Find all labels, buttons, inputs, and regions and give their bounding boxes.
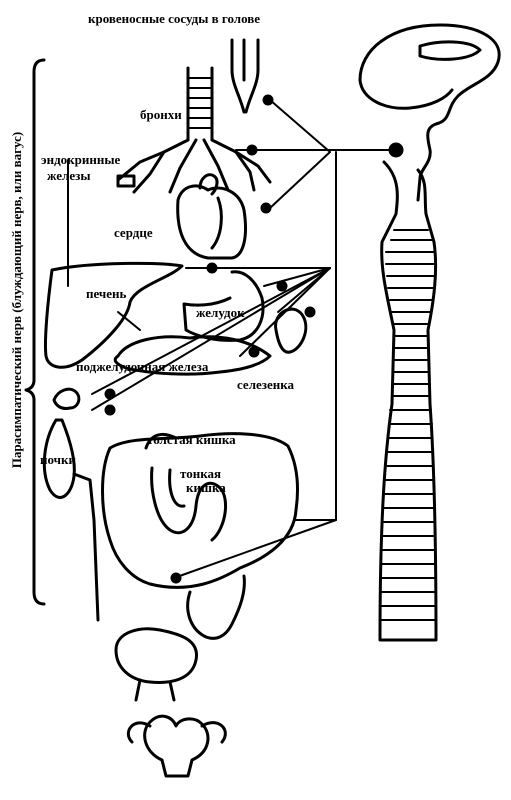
spleen [274, 307, 308, 354]
label-parasympathetic-nerve: Парасимпатический нерв (блуждающий нерв,… [9, 131, 24, 469]
side-bracket [24, 58, 46, 606]
label-heart: сердце [114, 225, 153, 240]
label-small-intestine-line1: тонкая [180, 466, 222, 481]
kidney [42, 418, 100, 622]
rectum [186, 574, 246, 640]
brain [358, 23, 501, 202]
endocrine-gland [116, 174, 136, 188]
label-endocrine-line2: железы [47, 168, 91, 183]
label-large-intestine: толстая кишка [147, 432, 236, 447]
trachea-bronchi [116, 66, 272, 194]
adrenal-gland [52, 387, 81, 410]
label-stomach: желудок [196, 305, 245, 320]
pancreas [113, 335, 272, 376]
label-bronchi: бронхи [140, 107, 182, 122]
reproductive-organs [126, 714, 227, 778]
heart [176, 173, 247, 260]
small-intestine [150, 466, 228, 542]
nerve-ganglia [104, 94, 404, 584]
label-pancreas: поджелудочная железа [76, 359, 209, 374]
label-spleen: селезенка [237, 377, 295, 392]
label-endocrine-line1: эндокринные [41, 152, 121, 167]
liver [43, 261, 184, 369]
spinal-cord [378, 160, 438, 642]
side-label-container: Парасимпатический нерв (блуждающий нерв,… [2, 20, 32, 580]
bladder [114, 627, 198, 702]
label-liver: печень [86, 286, 127, 301]
nerve-paths [67, 99, 393, 579]
label-small-intestine-line2: кишка [186, 480, 226, 495]
label-kidneys: почки [40, 452, 76, 467]
label-head-vessels: кровеносные сосуды в голове [88, 11, 261, 26]
large-intestine [101, 432, 300, 589]
head-blood-vessels [230, 38, 260, 114]
